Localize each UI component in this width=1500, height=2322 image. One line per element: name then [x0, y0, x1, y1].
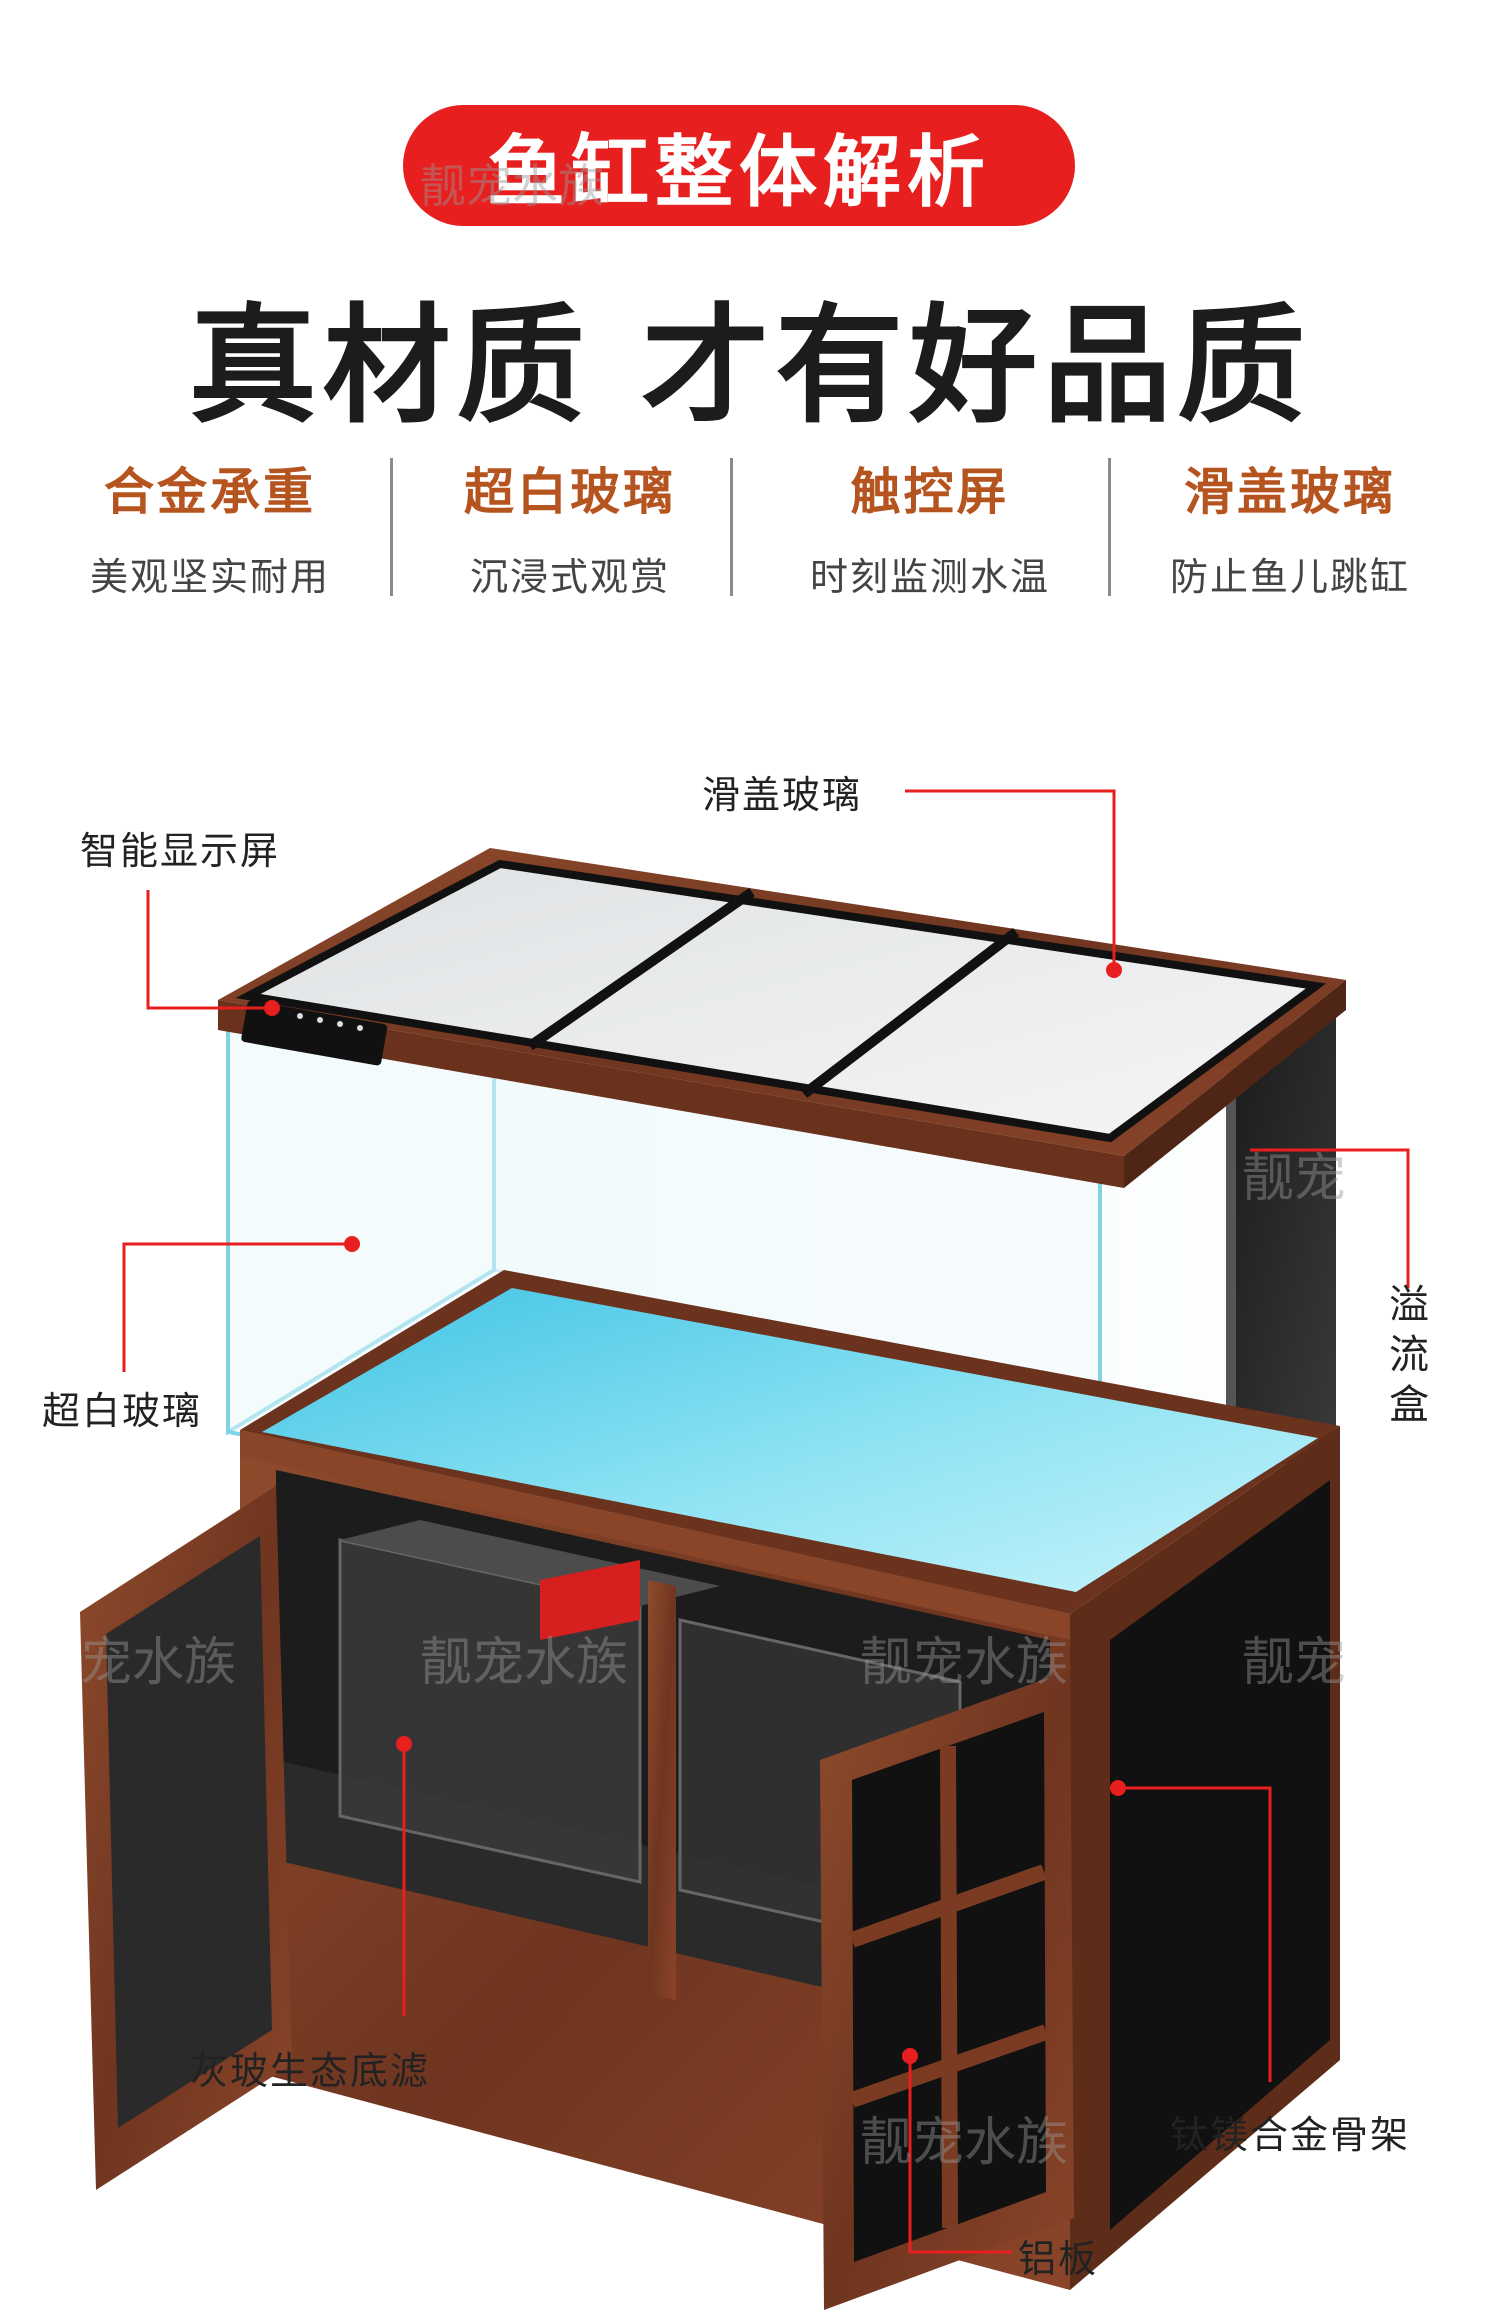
- label-overflow-char: 流: [1389, 1332, 1429, 1378]
- label-ultra-white-glass: 超白玻璃: [42, 1389, 203, 1433]
- cabinet-top-edge: [240, 1430, 1070, 1640]
- feature-row: 合金承重 美观坚实耐用 超白玻璃 沉浸式观赏 触控屏 时刻监测水温 滑盖玻璃 防…: [30, 452, 1470, 602]
- feature-title: 超白玻璃: [464, 463, 676, 521]
- watermark: 靓宠水族: [420, 159, 604, 213]
- feature-divider: [1108, 458, 1111, 596]
- label-sliding-glass: 滑盖玻璃: [702, 773, 863, 817]
- label-filter: 灰玻生态底滤: [190, 2049, 431, 2093]
- label-overflow-char: 盒: [1389, 1382, 1429, 1428]
- feature-subtitle: 防止鱼儿跳缸: [1169, 555, 1410, 599]
- feature-subtitle: 时刻监测水温: [809, 555, 1050, 599]
- watermark: 宠水族: [80, 1633, 237, 1693]
- sliding-lid-glass: [235, 859, 1327, 1143]
- page-title-banner: 鱼缸整体解析: [403, 105, 1075, 226]
- watermark: 靓宠: [1242, 1633, 1347, 1693]
- headline: 真材质 才有好品质: [188, 292, 1312, 441]
- feature-title: 滑盖玻璃: [1184, 463, 1396, 521]
- feature-sliding-lid: 滑盖玻璃 防止鱼儿跳缸: [1110, 452, 1470, 601]
- watermark: 靓宠水族: [860, 1633, 1069, 1693]
- watermark: 靓宠: [1242, 1149, 1347, 1209]
- feature-title: 触控屏: [850, 463, 1010, 521]
- overflow-box: [1226, 1014, 1336, 1478]
- callout-dots: [264, 962, 1126, 2064]
- feature-subtitle: 沉浸式观赏: [469, 555, 670, 599]
- feature-touch-screen: 触控屏 时刻监测水温: [750, 452, 1110, 601]
- label-overflow-char: 溢: [1389, 1282, 1429, 1328]
- feature-ultra-glass: 超白玻璃 沉浸式观赏: [390, 452, 750, 601]
- feature-divider: [730, 458, 733, 596]
- label-overflow-box: 溢 流 盒: [1384, 1280, 1434, 1430]
- label-smart-display: 智能显示屏: [80, 829, 281, 873]
- feature-divider: [390, 458, 393, 596]
- cabinet-side-panel: [1110, 1480, 1330, 2230]
- watermark: 靓宠水族: [420, 1633, 629, 1693]
- water-bottom: [262, 1288, 1318, 1592]
- label-aluminum-panel: 铝板: [1018, 2237, 1099, 2281]
- page-title: 鱼缸整体解析: [486, 127, 991, 218]
- watermark: 靓宠水族: [860, 2113, 1069, 2173]
- label-frame: 钛镁合金骨架: [1170, 2113, 1411, 2157]
- feature-title: 合金承重: [104, 463, 316, 521]
- feature-alloy: 合金承重 美观坚实耐用: [30, 452, 390, 601]
- smart-display-panel: [241, 1000, 388, 1066]
- callout-lines: [122, 789, 1410, 2254]
- feature-subtitle: 美观坚实耐用: [89, 555, 330, 599]
